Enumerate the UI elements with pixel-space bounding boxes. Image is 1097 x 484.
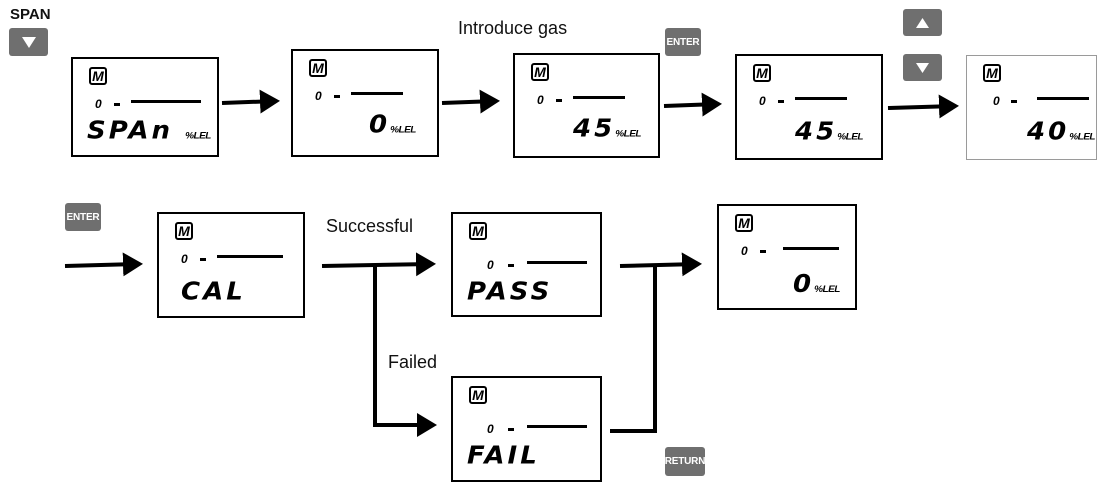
range-dash bbox=[760, 250, 766, 253]
range-dash bbox=[114, 103, 120, 106]
return-button[interactable]: RETURN bbox=[665, 447, 705, 476]
span-down-button[interactable] bbox=[9, 28, 48, 56]
range-dash bbox=[508, 264, 514, 267]
lcd-readout: 45%LEL bbox=[573, 116, 641, 148]
range-zero: 0 bbox=[993, 94, 1000, 108]
range-bar bbox=[783, 247, 839, 250]
range-bar bbox=[573, 96, 625, 99]
range-zero: 0 bbox=[741, 244, 748, 258]
lcd-text: PASS bbox=[467, 277, 553, 307]
lcd-screen-zero: M 0 0%LEL bbox=[291, 49, 439, 157]
arrow-4-5 bbox=[887, 94, 959, 119]
lcd-screen-result: M 0 0%LEL bbox=[717, 204, 857, 310]
lcd-text: 0 bbox=[369, 110, 391, 140]
lcd-readout: FAIL bbox=[467, 443, 540, 470]
span-label: SPAN bbox=[10, 6, 51, 23]
m-icon: M bbox=[175, 222, 193, 240]
range-dash bbox=[200, 258, 206, 261]
enter-button[interactable]: ENTER bbox=[665, 28, 701, 56]
arrow-pass-result bbox=[619, 252, 702, 277]
down-triangle-icon bbox=[21, 36, 36, 48]
range-dash bbox=[508, 428, 514, 431]
lcd-readout: 0%LEL bbox=[793, 271, 840, 303]
lcd-text: 45 bbox=[573, 114, 616, 144]
arrow-1-2 bbox=[221, 89, 280, 114]
lcd-screen-40: M 0 40%LEL bbox=[966, 55, 1097, 160]
lcd-readout: 0%LEL bbox=[369, 112, 416, 144]
lcd-readout: 40%LEL bbox=[1027, 119, 1095, 151]
m-icon: M bbox=[309, 59, 327, 77]
up-triangle-icon bbox=[916, 17, 929, 28]
lcd-screen-pass: M 0 PASS bbox=[451, 212, 602, 317]
introduce-gas-label: Introduce gas bbox=[458, 18, 568, 38]
lcd-readout: 45%LEL bbox=[795, 119, 863, 151]
lcd-text: SPAn bbox=[87, 116, 174, 146]
range-bar bbox=[527, 261, 587, 264]
down-button[interactable] bbox=[903, 54, 942, 81]
range-zero: 0 bbox=[487, 422, 494, 436]
lcd-screen-45: M 0 45%LEL bbox=[513, 53, 660, 158]
range-bar bbox=[217, 255, 283, 258]
arrow-cal-fail bbox=[373, 266, 437, 437]
arrow-cal-pass bbox=[321, 252, 436, 277]
m-icon: M bbox=[983, 64, 1001, 82]
failed-label: Failed bbox=[388, 352, 438, 372]
lcd-text: FAIL bbox=[467, 441, 540, 471]
lcd-text: 0 bbox=[793, 269, 815, 299]
lcd-unit: %LEL bbox=[1069, 132, 1095, 143]
lcd-unit: %LEL bbox=[837, 132, 863, 143]
range-zero: 0 bbox=[759, 94, 766, 108]
successful-label: Successful bbox=[326, 216, 414, 236]
range-zero: 0 bbox=[95, 97, 102, 111]
m-icon: M bbox=[531, 63, 549, 81]
range-dash bbox=[334, 95, 340, 98]
range-bar bbox=[351, 92, 403, 95]
lcd-unit: %LEL bbox=[185, 131, 211, 142]
range-zero: 0 bbox=[487, 258, 494, 272]
lcd-screen-fail: M 0 FAIL bbox=[451, 376, 602, 482]
lcd-screen-cal: M 0 CAL bbox=[157, 212, 305, 318]
up-button[interactable] bbox=[903, 9, 942, 36]
m-icon: M bbox=[469, 386, 487, 404]
arrow-2-3 bbox=[441, 89, 500, 114]
range-bar bbox=[131, 100, 201, 103]
arrow-3-4 bbox=[663, 92, 722, 117]
range-bar bbox=[527, 425, 587, 428]
enter-button-2[interactable]: ENTER bbox=[65, 203, 101, 231]
lcd-text: CAL bbox=[181, 277, 246, 307]
lcd-text: 40 bbox=[1027, 117, 1070, 147]
range-zero: 0 bbox=[181, 252, 188, 266]
lcd-unit: %LEL bbox=[390, 125, 416, 136]
lcd-screen-span: M 0 SPAn %LEL bbox=[71, 57, 219, 157]
lcd-text: 45 bbox=[795, 117, 838, 147]
m-icon: M bbox=[753, 64, 771, 82]
m-icon: M bbox=[735, 214, 753, 232]
lcd-readout: SPAn %LEL bbox=[87, 118, 211, 150]
range-bar bbox=[795, 97, 847, 100]
range-dash bbox=[1011, 100, 1017, 103]
range-zero: 0 bbox=[315, 89, 322, 103]
m-icon: M bbox=[469, 222, 487, 240]
range-bar bbox=[1037, 97, 1089, 100]
range-zero: 0 bbox=[537, 93, 544, 107]
lcd-readout: PASS bbox=[467, 279, 552, 306]
down-triangle-icon bbox=[916, 62, 929, 73]
lcd-unit: %LEL bbox=[615, 129, 641, 140]
lcd-unit: %LEL bbox=[814, 284, 840, 295]
arrow-fail-result bbox=[610, 265, 657, 433]
arrow-enter-cal bbox=[64, 252, 143, 277]
range-dash bbox=[556, 99, 562, 102]
range-dash bbox=[778, 100, 784, 103]
lcd-screen-45-adjust: M 0 45%LEL bbox=[735, 54, 883, 160]
lcd-readout: CAL bbox=[181, 279, 246, 306]
m-icon: M bbox=[89, 67, 107, 85]
